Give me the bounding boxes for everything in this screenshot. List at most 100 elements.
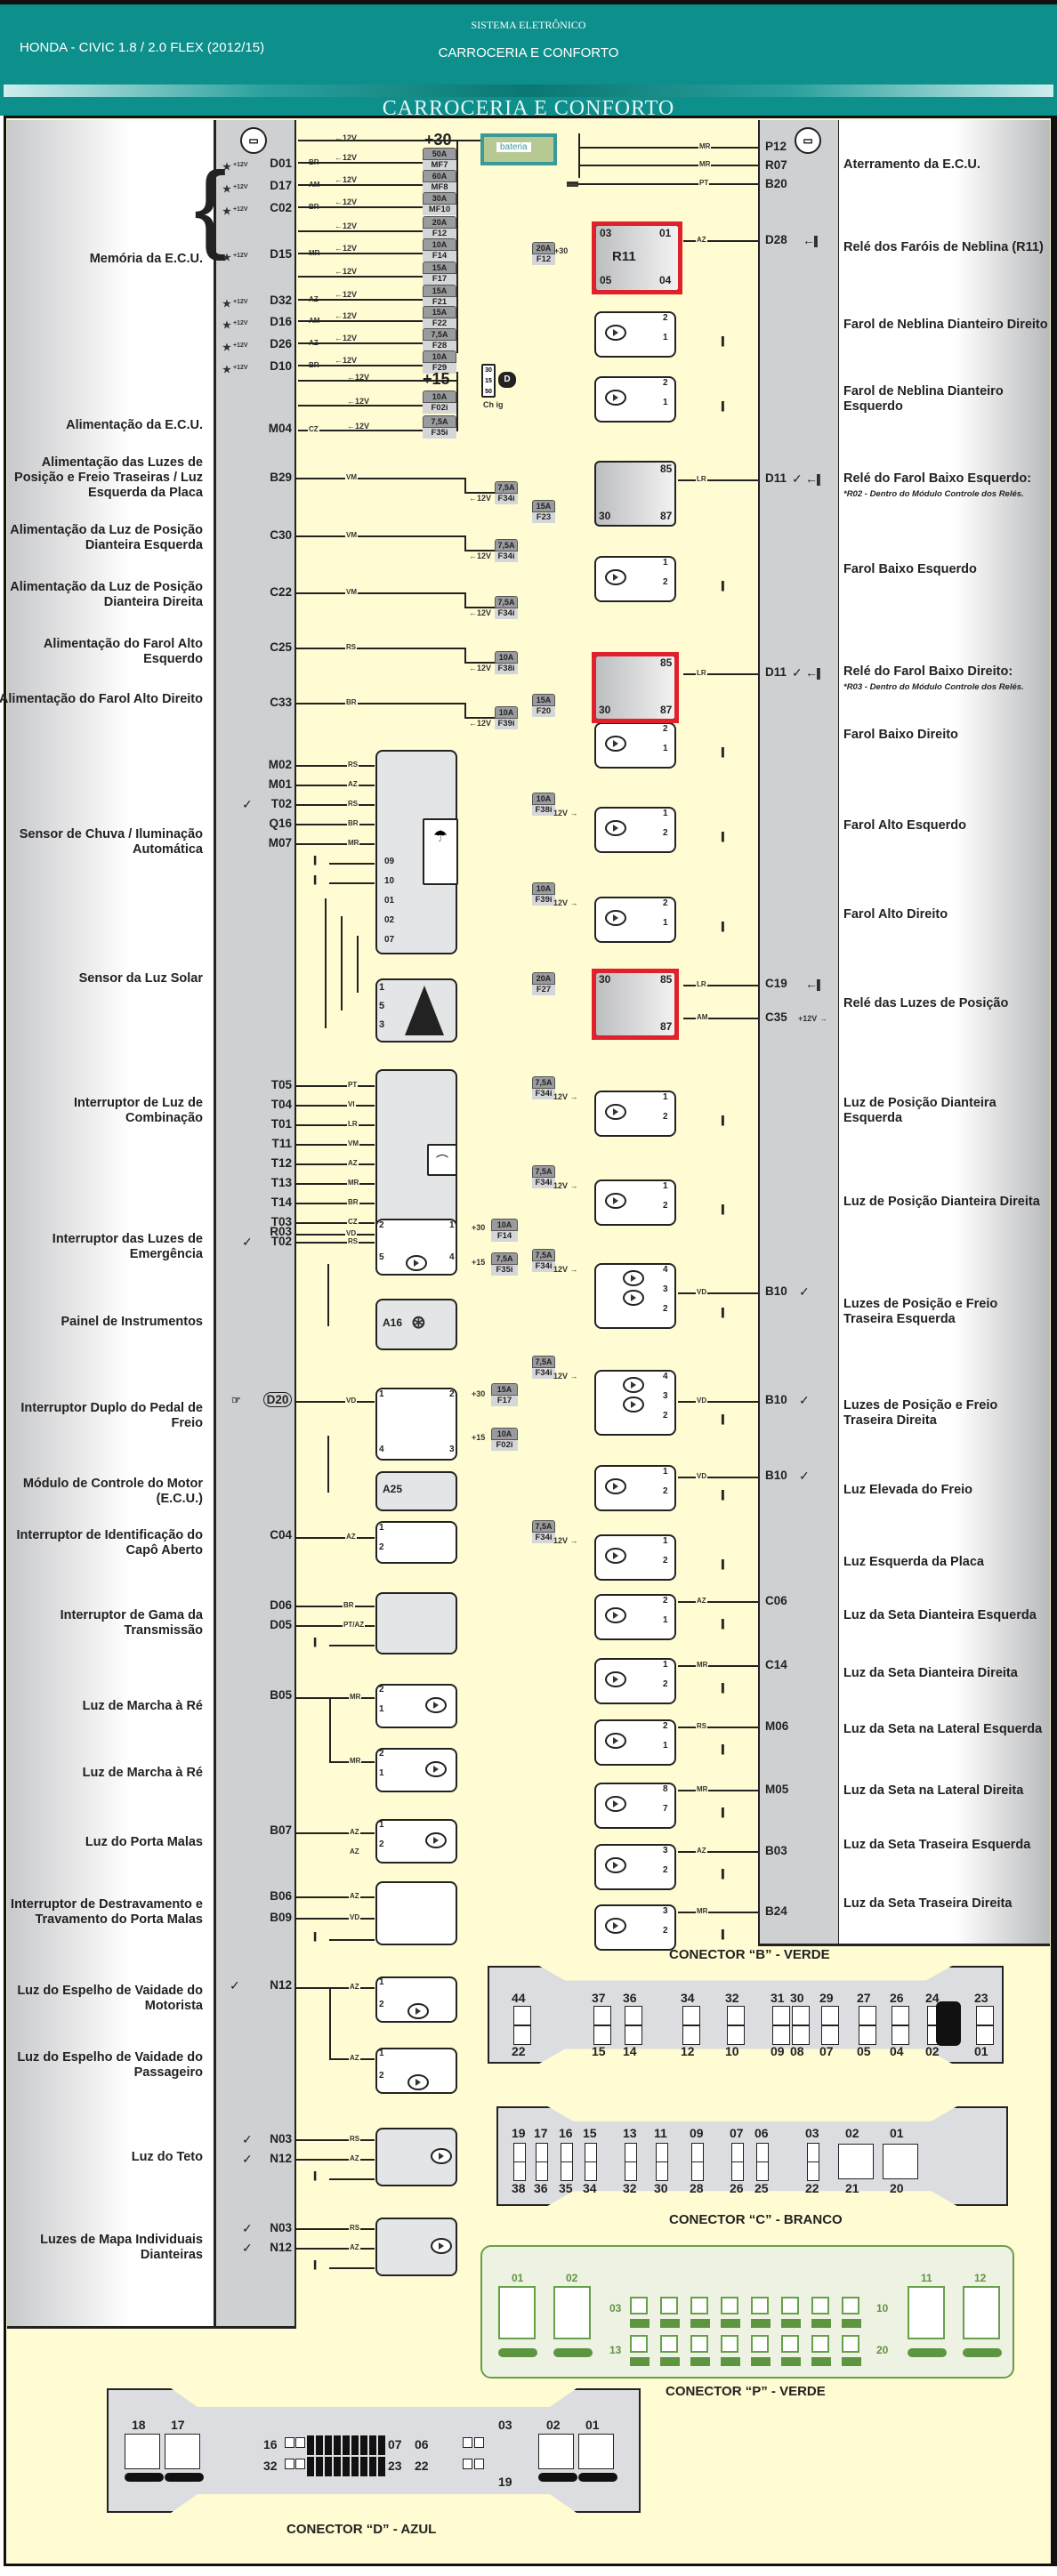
wire-color: LR: [696, 475, 707, 483]
memory-star-icon: ★: [222, 299, 231, 310]
ecu-pin-b07: B07: [270, 1823, 292, 1837]
lamp-term: 2: [663, 577, 668, 587]
lamp-term: 2: [663, 1721, 668, 1731]
lamp-icon: [605, 1548, 626, 1564]
lamp-term: 4: [663, 1372, 668, 1381]
connector-c-pin-label: 17: [534, 2126, 548, 2140]
wire-color: RS: [349, 2224, 361, 2232]
wire-color: MR: [696, 1907, 709, 1915]
hazard-term: 4: [449, 1252, 455, 1262]
connector-c-pin-label: 21: [845, 2181, 859, 2195]
ground-bus: [578, 133, 580, 178]
connector-p-terminal: [630, 2335, 648, 2353]
lamp-term: 1: [379, 1704, 384, 1714]
label-front-right-pos-feed: Alimentação da Luz de Posição Dianteira …: [10, 580, 203, 609]
connector-p-terminal: [498, 2286, 536, 2339]
lamp-icon: [605, 736, 626, 752]
connector-p-latch: [721, 2319, 740, 2328]
ground-icon: ||: [721, 1203, 725, 1215]
connector-d-terminal: [295, 2437, 305, 2448]
relay-name: R11: [612, 249, 636, 264]
ecu-pin-rain: M01: [268, 777, 292, 791]
connector-c-pin-label: 19: [512, 2126, 526, 2140]
ecu-pin-turn: B24: [765, 1904, 787, 1918]
plus30-wire: [298, 140, 458, 141]
label-hood-switch: Interruptor de Identificação do Capô Abe…: [16, 1528, 203, 1558]
connector-d-terminal: [378, 2457, 385, 2476]
ecu-pin-map_lights: N12: [270, 2241, 292, 2254]
connector-p-terminal: [553, 2286, 591, 2339]
volt-label: ←12V: [335, 197, 358, 206]
connector-p-pin-label: 03: [609, 2302, 622, 2314]
ecu-pin-feed: C33: [270, 696, 292, 709]
rain-term: 01: [384, 896, 395, 906]
right-label: Farol Baixo Esquerdo: [843, 562, 1048, 577]
volt-label: ←12V: [469, 664, 492, 672]
right-label-text: Farol Alto Esquerdo: [843, 818, 967, 833]
right-label-note: *R03 - Dentro do Módulo Controle dos Rel…: [843, 682, 1024, 692]
ecu-pin-combo: T03: [270, 1215, 292, 1228]
connector-c-terminal: [656, 2143, 668, 2162]
connector-d-title: CONECTOR “D” - AZUL: [286, 2522, 437, 2537]
ecu-pin-b20: B20: [765, 177, 787, 190]
lamp-term: 2: [663, 1596, 668, 1606]
transistor-icon: ⊛: [411, 1313, 426, 1332]
ignition-label: Ch ig: [483, 400, 504, 409]
connector-p-latch: [660, 2357, 680, 2366]
lamp-icon: [605, 820, 626, 836]
volt-label: ←12V: [335, 175, 358, 184]
label-sun-sensor: Sensor da Luz Solar: [78, 971, 203, 986]
connector-d-terminal: [165, 2434, 200, 2469]
connector-c-pin-label: 09: [690, 2126, 704, 2140]
volt-label: ←12V: [347, 422, 370, 431]
check-icon: ✓: [242, 2221, 253, 2235]
connector-p-latch: [690, 2319, 710, 2328]
wire-color: RS: [347, 1237, 359, 1245]
lamp-term: 1: [379, 1768, 384, 1778]
lamp-pos-right: [594, 1179, 676, 1226]
lamp-term: 2: [663, 1201, 668, 1211]
connector-p-latch: [690, 2357, 710, 2366]
lamp-icon: [431, 2148, 452, 2164]
trunk-wire: [296, 1896, 375, 1898]
ecu-pin-combo: T05: [270, 1078, 292, 1091]
connector-p-pin-label: 02: [566, 2272, 578, 2284]
lamp-icon: [623, 1377, 644, 1393]
feed-wire: [464, 717, 495, 719]
label-instrument-cluster: Painel de Instrumentos: [61, 1315, 203, 1329]
right-label: Relé dos Faróis de Neblina (R11): [843, 240, 1048, 255]
connector-b-terminal: [772, 2006, 790, 2025]
lamp-term: 1: [663, 744, 668, 753]
volt-label: 12V →: [553, 1536, 578, 1545]
range-wire: [296, 1606, 375, 1607]
relay-pin: 03: [600, 227, 612, 239]
ecu-pin-map_lights: N03: [270, 2221, 292, 2234]
trunk-switch: [375, 1881, 457, 1945]
connector-p-terminal: [908, 2286, 945, 2339]
volt-label: ←12V: [335, 311, 358, 320]
feed-wire: [464, 478, 466, 492]
right-label-note: *R02 - Dentro do Módulo Controle dos Rel…: [843, 489, 1024, 499]
connector-b-pin-label: 26: [890, 1991, 904, 2005]
right-label-text: Luz da Seta Dianteira Direita: [843, 1666, 1018, 1680]
memory-star-icon: ★: [222, 342, 231, 353]
check-icon: ✓: [799, 1393, 810, 1407]
lamp-icon: [605, 390, 626, 406]
label-trunk-light: Luz do Porta Malas: [85, 1835, 203, 1849]
connector-d-pin-label: 06: [415, 2437, 429, 2451]
connector-p-terminal: [721, 2297, 738, 2314]
vanity-branch: [329, 1987, 331, 2058]
ecu-pin-memory: C02: [270, 201, 292, 214]
label-vanity-passenger: Luz do Espelho de Vaidade do Passageiro: [17, 2050, 203, 2080]
key-icon: D: [498, 372, 516, 388]
feed-wire: [296, 535, 465, 537]
